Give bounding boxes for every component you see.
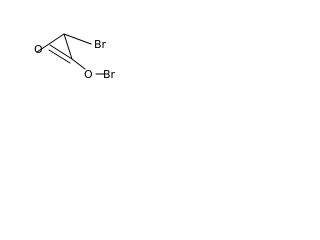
atom-bromine-top: Br: [94, 38, 107, 51]
bond-alpha-bromine: [63, 33, 92, 45]
atom-oxygen-ester: O: [84, 68, 93, 81]
bond-carbonyl-ester-oxygen: [71, 58, 86, 70]
bond-methyl-alpha: [36, 33, 65, 53]
bond-carbonyl-double-1: [49, 44, 73, 60]
molecule-canvas: Br O O Br: [0, 0, 120, 116]
bond-carbonyl-double-2: [48, 49, 71, 64]
bond-alpha-carbonyl: [63, 33, 73, 60]
molecule-structure: Br O O Br: [34, 33, 116, 81]
atom-oxygen-carbonyl: O: [34, 43, 43, 56]
atom-bromine-right: Br: [103, 68, 116, 81]
